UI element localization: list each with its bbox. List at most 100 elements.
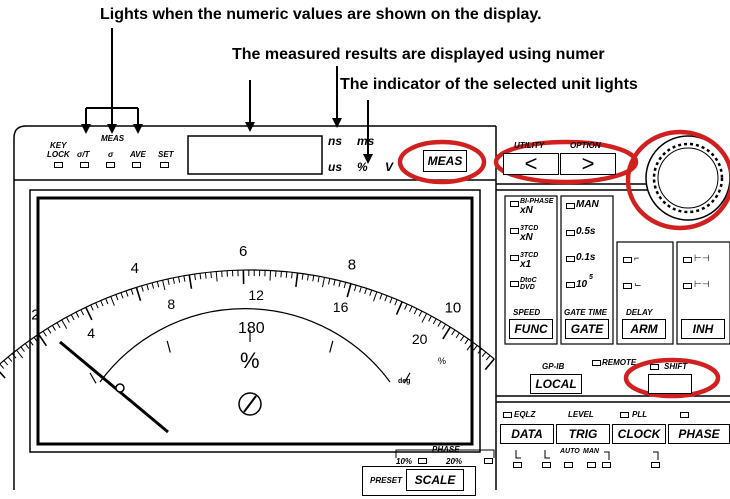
meter-tick [369, 289, 373, 296]
pow-led [566, 282, 575, 288]
delay-rise-led [623, 257, 632, 263]
meter-tick [24, 343, 30, 349]
data-button[interactable]: DATA [500, 424, 554, 444]
meter-tick [135, 287, 142, 301]
biphase-xn-label: xN [520, 205, 533, 216]
inh-a-icon: ⊢⊣ [694, 253, 710, 263]
dtoc-label: DtoC [520, 277, 537, 284]
inh-button[interactable]: INH [681, 319, 725, 339]
meter-tick [51, 325, 56, 331]
gate-button[interactable]: GATE [565, 319, 609, 339]
half-sec-led [566, 230, 575, 236]
shift-label: SHIFT [664, 362, 688, 371]
meter-tick [485, 355, 491, 361]
pll-label: PLL [632, 410, 648, 419]
option-label: OPTION [570, 141, 601, 150]
biphase-label: BI-PHASE [520, 198, 554, 205]
tenth-sec-label: 0.1s [576, 252, 596, 263]
unit-ns: ns [328, 134, 343, 148]
sigma-t-label: σ/T [77, 150, 90, 159]
meter-tick [333, 279, 336, 286]
key-label: KEY [50, 141, 67, 150]
meter-tick [473, 345, 478, 351]
3tcd-label-b: 3TCD [520, 252, 539, 259]
meter-tick [146, 284, 149, 291]
sigma-label: σ [108, 150, 114, 159]
meter-tick [199, 273, 202, 280]
meter-tick [442, 326, 451, 340]
meter-lower-label: 12 [248, 287, 264, 303]
delay-label: DELAY [626, 308, 653, 317]
meter-tick [7, 356, 13, 362]
meter-tick [215, 271, 218, 282]
shift-button[interactable] [648, 374, 692, 394]
man-label: MAN [576, 199, 599, 210]
gpib-label: GP-IB [542, 362, 565, 371]
meter-inner-tick [166, 340, 171, 353]
unit-ms: ms [357, 134, 375, 148]
meter-tick [47, 328, 52, 334]
meter-lower-label: 4 [87, 325, 95, 341]
meter-tick [61, 319, 68, 329]
left-arrow-button[interactable]: < [503, 151, 559, 176]
preset-label: PRESET [370, 476, 403, 485]
phase-button[interactable]: PHASE [668, 424, 730, 444]
meter-upper-label: 2 [31, 307, 39, 324]
meter-tick [353, 284, 357, 292]
local-button[interactable]: LOCAL [530, 374, 582, 394]
arm-button[interactable]: ARM [622, 319, 666, 339]
meter-upper-label: 6 [239, 243, 247, 260]
meter-tick [120, 292, 124, 299]
meter-upper-label: 4 [131, 260, 139, 277]
auto-label: AUTO [560, 448, 580, 455]
meter-tick [188, 274, 193, 289]
scale-button[interactable]: SCALE [406, 469, 464, 491]
func-button[interactable]: FUNC [509, 319, 553, 339]
meter-needle [59, 340, 169, 434]
meter-tick [484, 358, 495, 371]
man-small-label: MAN [583, 448, 599, 455]
meter-center-value: 180 [238, 320, 265, 337]
meter-tick [373, 291, 378, 302]
sigma-led [106, 162, 115, 168]
meter-tick [421, 313, 428, 323]
data-rise-led [513, 462, 522, 468]
meter-tick [409, 306, 413, 312]
trig-button[interactable]: TRIG [556, 424, 610, 444]
meter-tick [269, 270, 272, 281]
meter-tick [151, 282, 155, 289]
delay-fall-led [623, 283, 632, 289]
meter-tick [125, 290, 129, 297]
knob-icon [645, 135, 730, 221]
callout-measured: The measured results are displayed using… [232, 46, 605, 63]
meter-tick [105, 298, 109, 305]
meter-inner-tick [403, 372, 411, 384]
meter-tick [183, 275, 186, 282]
right-arrow-button[interactable]: > [560, 151, 616, 176]
meas-button[interactable]: MEAS [423, 150, 467, 172]
phase-led [680, 412, 689, 418]
biphase-led [510, 201, 519, 207]
unit-us: us [328, 160, 343, 174]
meter-tick [322, 277, 325, 288]
meter-tick [29, 340, 34, 346]
meter-tick [389, 297, 393, 304]
meter-tick [432, 318, 437, 325]
meter-tick [394, 299, 398, 306]
clock-button[interactable]: CLOCK [612, 424, 666, 444]
pct20-label: 20% [446, 457, 463, 466]
meter-tick [338, 280, 341, 287]
clock-rise-led [602, 462, 611, 468]
meas-group-label: MEAS [101, 134, 125, 143]
meter-tick [384, 295, 388, 302]
meter-tick [100, 300, 104, 307]
meter-tick [301, 273, 304, 280]
meter-tick [194, 273, 196, 281]
meter-tick [162, 280, 166, 291]
meter-tick [16, 349, 24, 359]
meter-tick [172, 277, 175, 284]
meter-tick [80, 309, 85, 316]
set-label: SET [158, 150, 174, 159]
meter-tick [90, 304, 94, 311]
